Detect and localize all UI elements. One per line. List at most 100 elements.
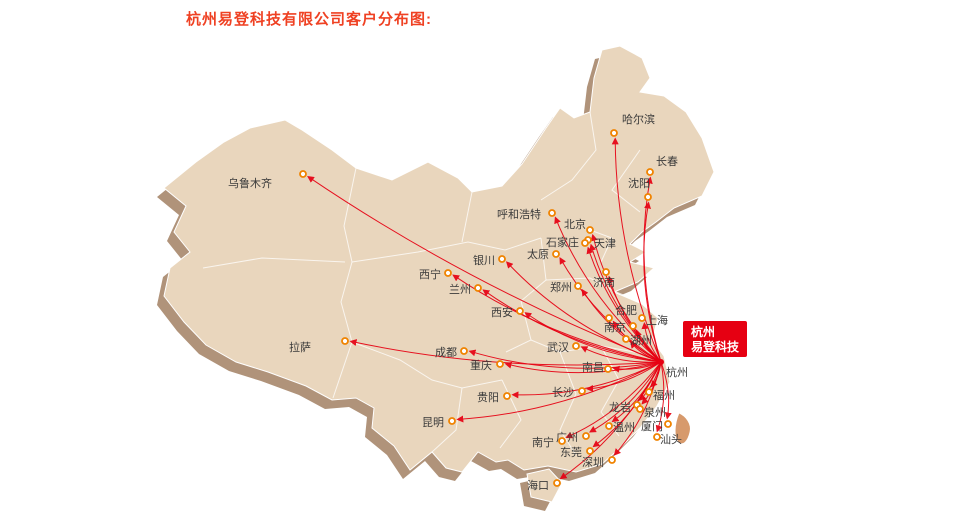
city-label-呼和浩特: 呼和浩特 [497, 207, 541, 221]
route-line-贵阳 [511, 361, 662, 399]
city-marker-西安 [516, 307, 524, 315]
city-label-石家庄: 石家庄 [546, 235, 579, 249]
route-line-深圳 [613, 361, 662, 456]
city-label-上海: 上海 [646, 313, 668, 327]
city-label-合肥: 合肥 [615, 303, 637, 317]
route-line-广州 [588, 361, 662, 433]
city-label-东莞: 东莞 [560, 446, 582, 459]
city-markers [299, 129, 672, 487]
city-label-乌鲁木齐: 乌鲁木齐 [228, 176, 272, 190]
city-label-温州: 温州 [613, 421, 635, 434]
city-marker-深圳 [608, 456, 616, 464]
city-label-长春: 长春 [656, 155, 678, 168]
city-label-深圳: 深圳 [582, 456, 604, 469]
badge-line2: 易登科技 [691, 339, 740, 354]
city-marker-湖州 [622, 335, 630, 343]
city-label-北京: 北京 [564, 217, 586, 231]
city-marker-上海 [638, 314, 646, 322]
city-marker-成都 [460, 347, 468, 355]
city-marker-石家庄 [581, 239, 589, 247]
city-marker-乌鲁木齐 [299, 170, 307, 178]
city-marker-太原 [552, 250, 560, 258]
route-line-湖州 [630, 341, 662, 363]
city-label-南京: 南京 [604, 320, 626, 334]
city-marker-厦门 [664, 420, 672, 428]
city-marker-兰州 [474, 284, 482, 292]
city-marker-昆明 [448, 417, 456, 425]
city-label-南昌: 南昌 [582, 361, 604, 374]
city-marker-银川 [498, 255, 506, 263]
city-label-太原: 太原 [527, 248, 549, 261]
city-label-湖州: 湖州 [630, 334, 652, 347]
city-marker-汕头 [653, 433, 661, 441]
city-marker-西宁 [444, 269, 452, 277]
city-marker-拉萨 [341, 337, 349, 345]
route-line-沈阳 [643, 201, 662, 363]
city-label-重庆: 重庆 [470, 358, 492, 372]
city-label-成都: 成都 [435, 346, 457, 359]
route-line-长沙 [586, 361, 662, 392]
badge-background [683, 321, 747, 357]
route-line-重庆 [504, 361, 662, 374]
city-label-昆明: 昆明 [422, 416, 444, 429]
city-label-广州: 广州 [556, 431, 578, 444]
city-marker-郑州 [574, 282, 582, 290]
city-label-郑州: 郑州 [550, 280, 572, 294]
city-label-武汉: 武汉 [547, 341, 569, 354]
city-label-西宁: 西宁 [419, 267, 441, 281]
city-label-兰州: 兰州 [449, 283, 471, 296]
city-marker-重庆 [496, 360, 504, 368]
hub-label: 杭州 [666, 365, 688, 379]
route-line-兰州 [482, 289, 662, 363]
city-label-沈阳: 沈阳 [628, 176, 650, 190]
city-label-海口: 海口 [527, 478, 549, 492]
route-line-西安 [524, 312, 662, 363]
city-marker-贵阳 [503, 392, 511, 400]
hub-marker [658, 359, 664, 365]
route-line-武汉 [580, 346, 662, 363]
city-label-银川: 银川 [473, 253, 495, 267]
city-label-哈尔滨: 哈尔滨 [622, 112, 655, 126]
city-marker-济南 [602, 268, 610, 276]
taiwan-island [674, 412, 691, 445]
route-line-南京 [635, 329, 662, 363]
city-marker-呼和浩特 [548, 209, 556, 217]
city-marker-北京 [586, 226, 594, 234]
city-labels: 乌鲁木齐哈尔滨长春沈阳呼和浩特北京天津石家庄太原银川西宁兰州郑州济南西安合肥上海… [228, 112, 682, 492]
company-badge: 杭州 易登科技 [683, 321, 747, 357]
city-label-济南: 济南 [593, 275, 615, 289]
city-label-厦门: 厦门 [641, 419, 663, 433]
city-label-龙岩: 龙岩 [609, 400, 631, 414]
city-label-长沙: 长沙 [552, 386, 574, 399]
city-label-福州: 福州 [653, 388, 675, 402]
route-line-成都 [468, 349, 662, 369]
city-label-南宁: 南宁 [532, 435, 554, 449]
city-marker-广州 [582, 432, 590, 440]
city-marker-温州 [605, 422, 613, 430]
route-line-汕头 [655, 361, 665, 433]
route-line-上海 [641, 322, 662, 363]
route-lines [307, 137, 672, 480]
city-label-拉萨: 拉萨 [289, 340, 311, 354]
route-line-济南 [607, 275, 662, 363]
city-marker-泉州 [636, 405, 644, 413]
city-label-泉州: 泉州 [644, 405, 666, 419]
page-title: 杭州易登科技有限公司客户分布图: [186, 11, 432, 28]
city-label-贵阳: 贵阳 [477, 391, 499, 404]
route-line-哈尔滨 [611, 137, 662, 363]
route-line-太原 [559, 256, 662, 363]
city-label-天津: 天津 [594, 237, 616, 250]
route-line-呼和浩特 [554, 216, 662, 363]
route-line-昆明 [456, 361, 662, 423]
city-marker-东莞 [586, 447, 594, 455]
city-marker-福州 [645, 388, 653, 396]
city-marker-合肥 [605, 314, 613, 322]
city-marker-海口 [553, 479, 561, 487]
badge-line1: 杭州 [691, 324, 715, 339]
city-marker-武汉 [572, 342, 580, 350]
route-line-乌鲁木齐 [307, 175, 662, 363]
city-label-汕头: 汕头 [660, 433, 682, 446]
city-marker-长春 [646, 168, 654, 176]
